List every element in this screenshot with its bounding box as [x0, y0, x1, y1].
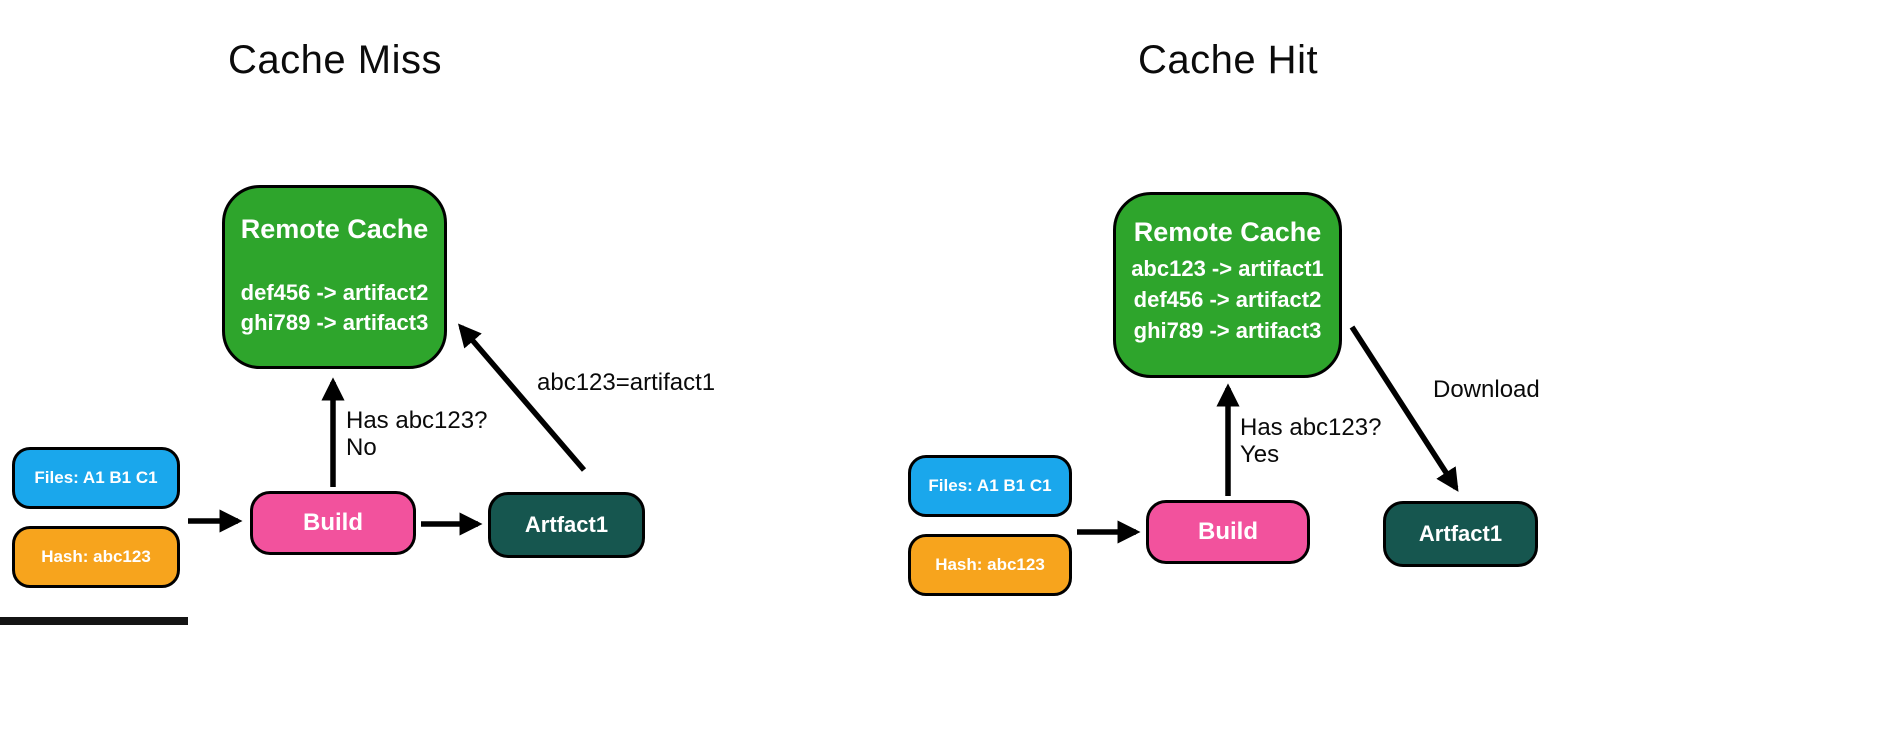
cache-miss-title: Cache Miss	[228, 38, 442, 82]
hit-hash-node: Hash: abc123	[908, 534, 1072, 596]
hit-remote-cache-node: Remote Cache abc123 -> artifact1 def456 …	[1113, 192, 1342, 378]
hit-remote-cache-label: Remote Cache	[1133, 217, 1322, 247]
cache-entry: def456 -> artifact2	[240, 280, 429, 305]
bottom-strip	[0, 617, 188, 625]
cache-entry: abc123 -> artifact1	[1131, 256, 1324, 281]
hit-build-node: Build	[1146, 500, 1310, 564]
hit-files-node: Files: A1 B1 C1	[908, 455, 1072, 517]
hit-answer-text: Yes	[1240, 441, 1280, 468]
miss-artifact-node: Artfact1	[488, 492, 645, 558]
hit-query-text: Has abc123?	[1240, 414, 1382, 441]
miss-upload-label: abc123=artifact1	[537, 369, 716, 396]
cache-entry: ghi789 -> artifact3	[240, 310, 429, 335]
miss-build-node: Build	[250, 491, 416, 555]
miss-query-text: Has abc123?	[346, 407, 488, 434]
miss-remote-cache-entries: def456 -> artifact2 ghi789 -> artifact3	[241, 278, 429, 338]
miss-hash-node: Hash: abc123	[12, 526, 180, 588]
cache-entry: ghi789 -> artifact3	[1133, 318, 1322, 343]
hit-remote-cache-entries: abc123 -> artifact1 def456 -> artifact2 …	[1131, 253, 1324, 346]
hit-artifact-node: Artfact1	[1383, 501, 1538, 567]
cache-entry: def456 -> artifact2	[1133, 287, 1322, 312]
miss-files-node: Files: A1 B1 C1	[12, 447, 180, 509]
miss-query-label: Has abc123? No	[346, 407, 487, 461]
hit-download-label: Download	[1433, 376, 1540, 403]
miss-answer-text: No	[346, 434, 377, 461]
hit-query-label: Has abc123? Yes	[1240, 414, 1381, 468]
miss-remote-cache-label: Remote Cache	[240, 214, 429, 244]
cache-hit-title: Cache Hit	[1137, 38, 1319, 82]
miss-remote-cache-node: Remote Cache def456 -> artifact2 ghi789 …	[222, 185, 447, 369]
